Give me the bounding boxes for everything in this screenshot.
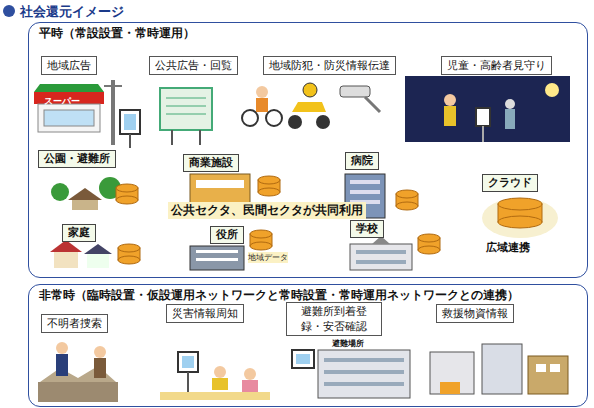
facility-label: 病院	[345, 152, 379, 170]
region-panel: 非常時（臨時設置・仮設運用ネットワークと常時設置・常時運用ネットワークとの連携）…	[28, 284, 588, 407]
facility-label: 商業施設	[183, 154, 239, 172]
facility-label: 家庭	[62, 224, 96, 242]
facility-label: クラウド	[482, 174, 538, 192]
facility-label: 公園・避難所	[38, 150, 116, 168]
annotation-label: 地域データ	[248, 252, 288, 263]
annotation-label: スーパー	[44, 95, 80, 108]
node-text: 商業施設	[189, 156, 233, 170]
panel-heading: 平時（常設設置・常時運用）	[39, 26, 195, 41]
node-text: 役所	[216, 228, 238, 242]
annotation-label: 広域連携	[486, 240, 530, 255]
service-box: 公共広告・回覧	[149, 56, 238, 75]
node-text: 避難所到着登録・安否確認	[292, 304, 376, 334]
node-text: クラウド	[488, 176, 532, 190]
facility-label: 学校	[350, 220, 384, 238]
node-text: 公共セクタ、民間セクタが共同利用	[168, 202, 366, 219]
node-text: 家庭	[68, 226, 90, 240]
annotation-label: 避難場所	[330, 338, 366, 349]
service-box: 地域防犯・防災情報伝達	[263, 56, 396, 75]
node-text: 災害情報周知	[172, 306, 238, 321]
node-text: 学校	[356, 222, 378, 236]
node-text: 公園・避難所	[44, 152, 110, 166]
node-text: 救援物資情報	[442, 306, 508, 321]
facility-label: 役所	[210, 226, 244, 244]
service-box: 災害情報周知	[166, 304, 244, 323]
node-text: 児童・高齢者見守り	[447, 58, 546, 73]
node-text: 不明者捜索	[47, 316, 102, 331]
node-text: 地域広告	[47, 58, 91, 73]
service-box: 避難所到着登録・安否確認	[286, 302, 382, 336]
service-box: 地域広告	[41, 56, 97, 75]
node-text: 公共広告・回覧	[155, 58, 232, 73]
service-box: 不明者捜索	[41, 314, 108, 333]
title: 社会還元イメージ	[20, 3, 124, 21]
panel-heading: 非常時（臨時設置・仮設運用ネットワークと常時設置・常時運用ネットワークとの連携）	[39, 288, 519, 303]
service-box: 児童・高齢者見守り	[441, 56, 552, 75]
node-text: 地域防犯・防災情報伝達	[269, 58, 390, 73]
node-text: 病院	[351, 154, 373, 168]
service-box: 救援物資情報	[436, 304, 514, 323]
